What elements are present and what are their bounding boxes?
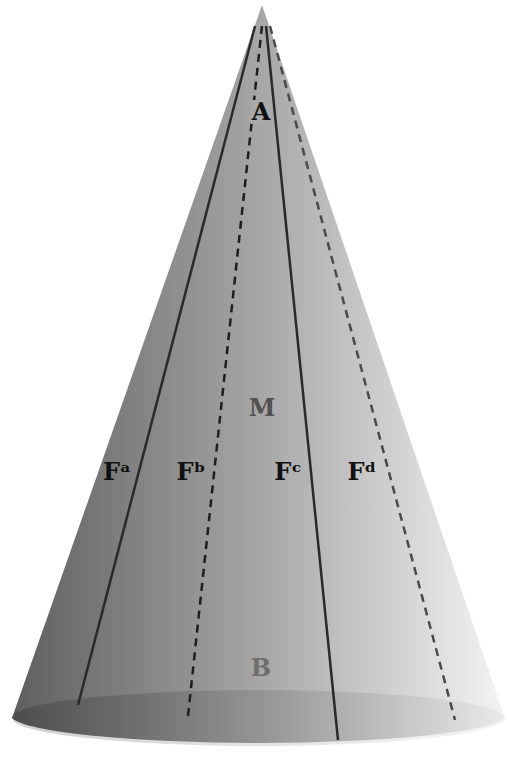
line-label: Fᵈ xyxy=(347,460,378,484)
point-label: B xyxy=(250,656,272,680)
point-label: M xyxy=(248,396,277,420)
point-label: A xyxy=(251,100,272,124)
solid-line xyxy=(78,26,255,705)
dashed-line xyxy=(270,26,455,720)
line-label: Fᶜ xyxy=(273,460,302,484)
cone-body xyxy=(12,5,505,743)
line-label: Fᵃ xyxy=(102,460,132,484)
cone-base xyxy=(12,690,505,746)
dashed-line xyxy=(188,26,262,716)
line-label: Fᵇ xyxy=(175,460,206,484)
solid-line xyxy=(266,26,338,740)
